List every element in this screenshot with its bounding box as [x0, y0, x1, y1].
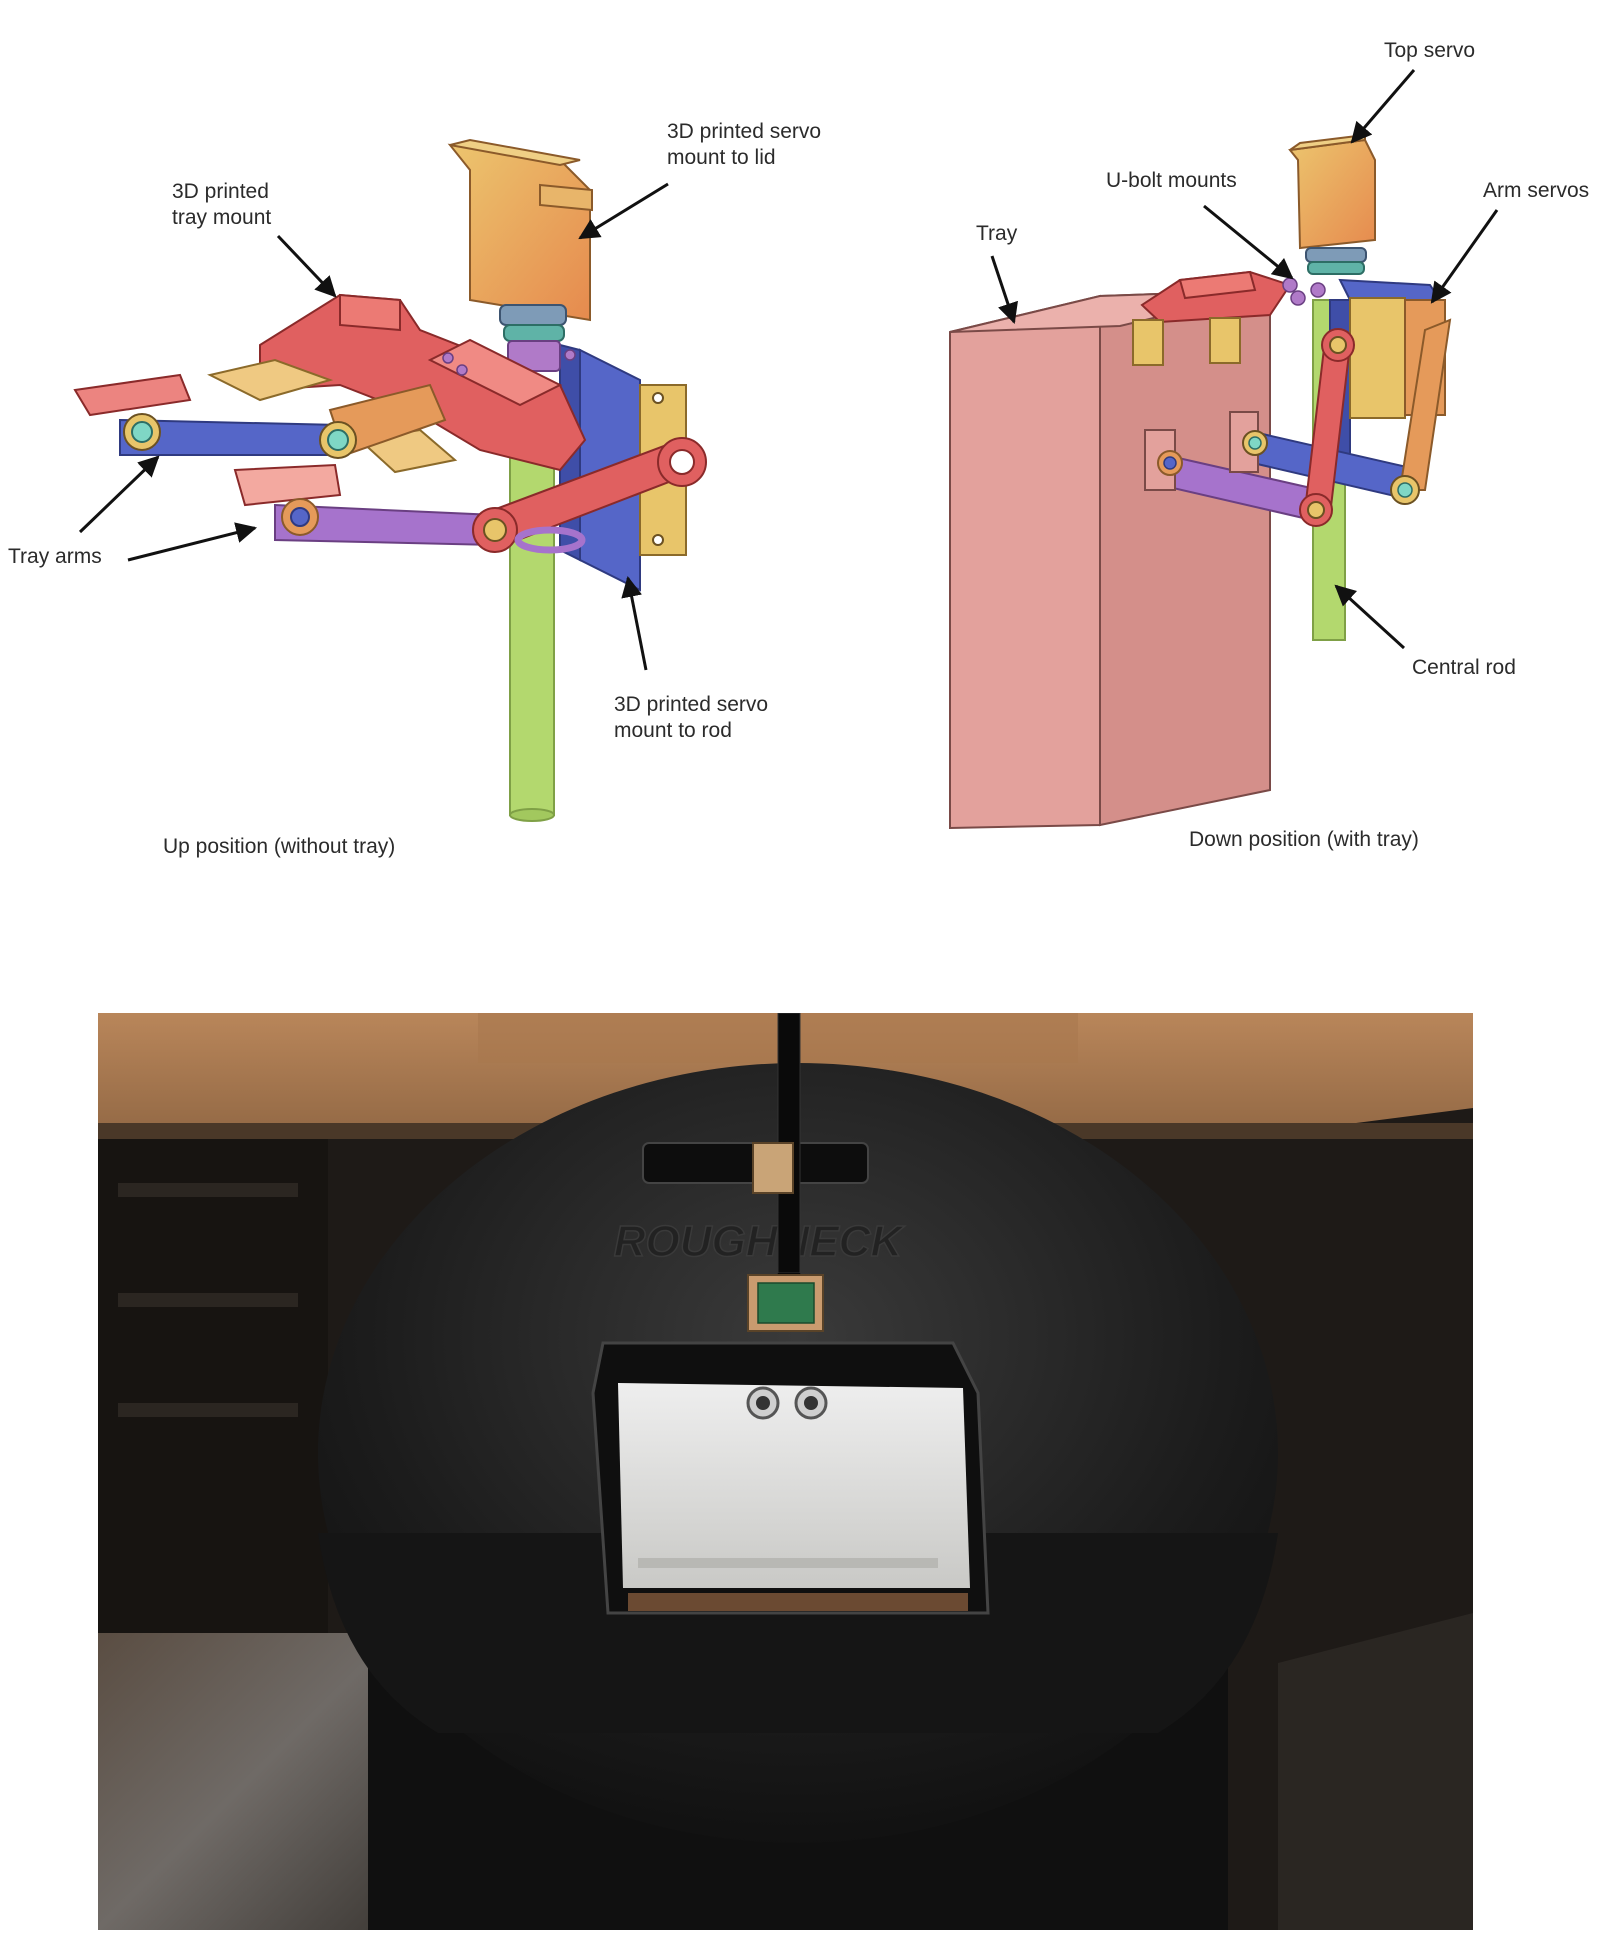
label-tray-mount: 3D printed — [172, 180, 269, 203]
arrow-top-servo — [1350, 69, 1416, 144]
arrow-u-bolt-mounts — [1203, 204, 1294, 280]
label-arm-servos: Arm servos — [1483, 179, 1589, 202]
label-servo-mount-rod: 3D printed servo — [614, 693, 768, 716]
caption-up-position: Up position (without tray) — [163, 835, 395, 858]
arm-servo-down-1 — [1349, 297, 1406, 419]
tray-in-lid — [618, 1383, 970, 1588]
cad-diagram: 3D printed tray mount 3D printed servo m… — [8, 39, 1589, 858]
down-position-model — [949, 133, 1452, 830]
photo-trash-can-lid: ROUGHNECK — [98, 1013, 1473, 1930]
label-servo-mount-lid-2: mount to lid — [667, 146, 776, 169]
label-tray-mount-2: tray mount — [172, 206, 271, 229]
lid-embossed-text: ROUGHNECK — [614, 1217, 906, 1266]
arrow-tray-mount — [276, 234, 337, 298]
top-servo-up — [447, 143, 591, 322]
label-tray: Tray — [976, 222, 1018, 245]
up-labels: 3D printed tray mount 3D printed servo m… — [8, 120, 821, 858]
label-u-bolt-mounts: U-bolt mounts — [1106, 169, 1237, 192]
label-servo-mount-rod-2: mount to rod — [614, 719, 732, 742]
down-labels: Top servo U-bolt mounts Arm servos Tray … — [976, 39, 1589, 851]
arrow-central-rod — [1334, 584, 1406, 650]
tray-box — [949, 294, 1101, 830]
arrow-tray-arms-2 — [127, 522, 258, 562]
floor — [98, 1633, 398, 1930]
arrow-tray — [990, 255, 1018, 324]
label-top-servo: Top servo — [1384, 39, 1475, 62]
up-position-model — [73, 138, 707, 822]
label-tray-arms: Tray arms — [8, 545, 102, 568]
arrow-servo-mount-rod — [621, 575, 648, 671]
label-servo-mount-lid: 3D printed servo — [667, 120, 821, 143]
arrow-tray-arms-1 — [78, 455, 160, 534]
arrow-arm-servos — [1430, 209, 1499, 304]
label-central-rod: Central rod — [1412, 656, 1516, 679]
caption-down-position: Down position (with tray) — [1189, 828, 1419, 851]
top-servo-down — [1288, 138, 1376, 250]
arrow-servo-mount-lid — [578, 182, 669, 240]
